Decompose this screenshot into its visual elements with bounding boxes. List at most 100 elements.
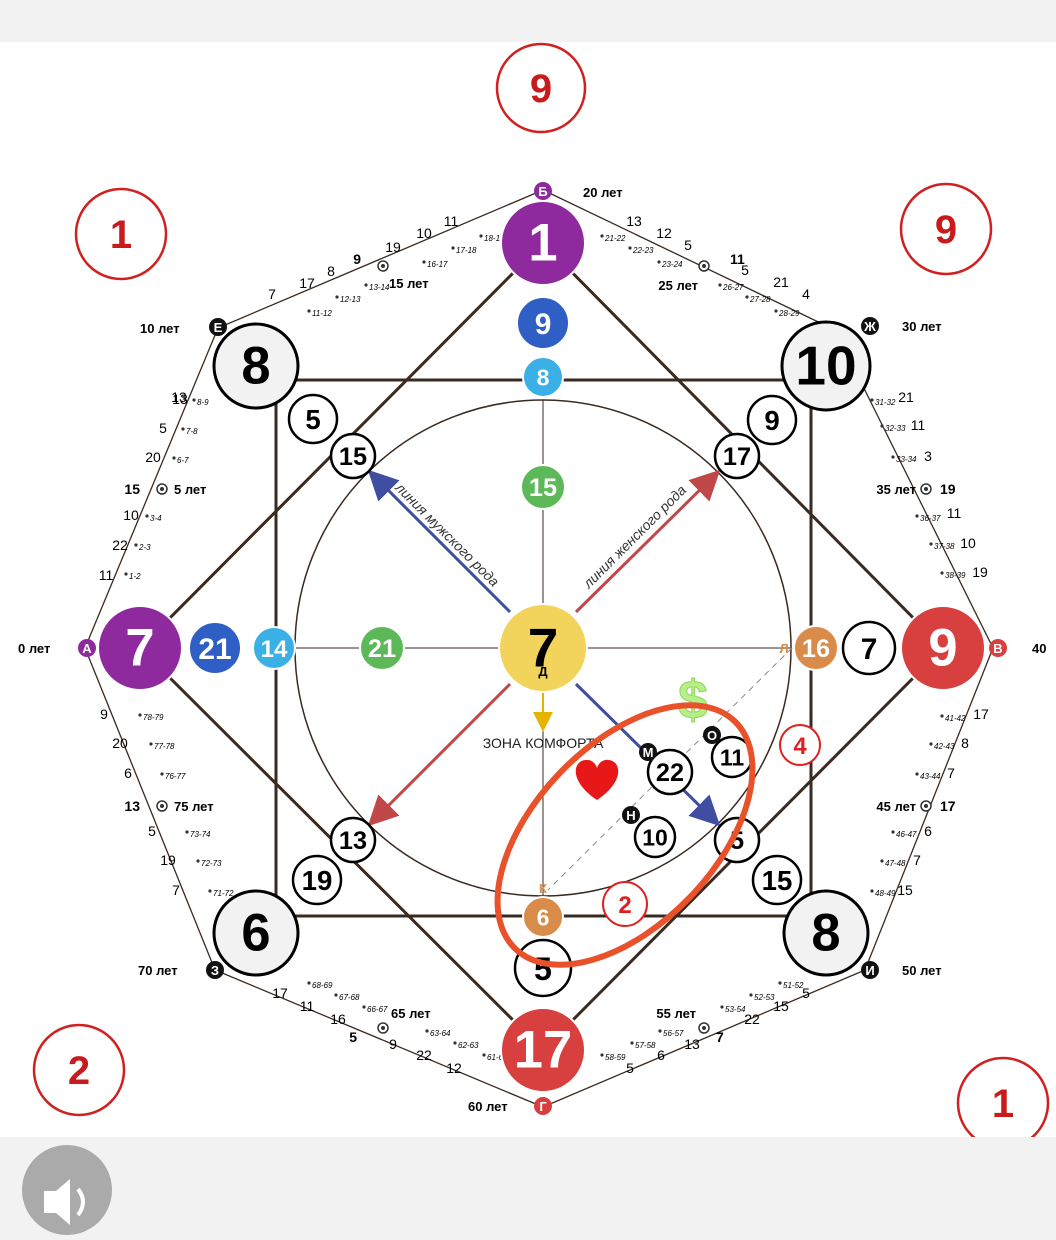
edge-number: 15	[897, 882, 913, 898]
edge-range: 47-48	[885, 859, 906, 868]
edge-range: 52-53	[754, 993, 775, 1002]
edge-range: 43-44	[920, 772, 941, 781]
node-topleft: 8	[212, 322, 300, 410]
chakra-node: 9	[516, 296, 570, 350]
age-value: 17	[940, 798, 956, 814]
node-value: 22	[656, 759, 684, 787]
speaker-icon	[44, 1179, 85, 1225]
edge-number: 5	[802, 985, 810, 1001]
age-text: 40	[1032, 641, 1046, 656]
node-bottom: 17	[500, 1007, 586, 1093]
node-value: 8	[537, 364, 550, 390]
svg-text:4: 4	[793, 733, 807, 760]
edge-range: 68-69	[312, 981, 333, 990]
edge-number: 12	[446, 1060, 462, 1076]
edge-range: 16-17	[427, 260, 448, 269]
edge-range: 23-24	[661, 260, 683, 269]
chakra-node: 21	[359, 625, 405, 671]
edge-number: 6	[924, 823, 932, 839]
point-letter: Б	[538, 184, 547, 199]
badge-bottom-left: 2	[32, 1023, 126, 1117]
chakra-node: 6	[522, 896, 564, 938]
badge-top-right: 9	[899, 182, 993, 276]
edge-number: 11	[99, 567, 114, 583]
edge-number: 10	[123, 507, 139, 523]
sound-button[interactable]	[22, 1145, 112, 1235]
edge-number: 10	[960, 535, 976, 551]
age-text: 75 лет	[174, 799, 214, 814]
edge-number: 5	[684, 237, 692, 253]
point-z: З	[206, 961, 224, 979]
edge-range: 37-38	[934, 542, 955, 551]
badge-top: 9	[495, 42, 587, 134]
edge-number: 19	[385, 239, 401, 255]
node-value: 9	[764, 405, 779, 436]
edge-range: 31-32	[875, 398, 896, 407]
value-node: 17	[713, 432, 761, 480]
node-value: 15	[762, 865, 793, 896]
edge-number: 11	[444, 213, 459, 229]
edge-number: 17	[973, 706, 989, 722]
age-mark-y65: 565 лет	[349, 1006, 430, 1045]
badge-value: 2	[68, 1049, 90, 1093]
badge-value: 9	[530, 67, 552, 111]
edge-range: 46-47	[896, 830, 917, 839]
edge-number: 6	[124, 765, 132, 781]
age-text: 10 лет	[140, 321, 180, 336]
age-label-v: 40	[1032, 641, 1046, 656]
chakra-node: 14	[252, 626, 296, 670]
node-value: 10	[642, 824, 668, 850]
edge-number: 22	[112, 537, 128, 553]
node-value: 17	[723, 443, 751, 471]
age-text: 70 лет	[138, 963, 178, 978]
node-value: 6	[241, 904, 270, 963]
point-v: В	[989, 639, 1007, 657]
value-node: 15	[751, 854, 803, 906]
edge-number: 21	[898, 389, 914, 405]
value-node: 13	[329, 816, 377, 864]
point-letter: З	[211, 963, 219, 978]
age-text: 60 лет	[468, 1099, 508, 1114]
edge-range: 63-64	[430, 1029, 451, 1038]
point-g: Г	[534, 1097, 552, 1115]
badge-top-left: 1	[74, 187, 168, 281]
edge-range: 58-59	[605, 1053, 626, 1062]
edge-range: 53-54	[725, 1005, 746, 1014]
edge-number: 13	[172, 391, 188, 407]
edge-range: 61-62	[487, 1053, 508, 1062]
point-letter: Н	[626, 808, 635, 823]
point-letter: Е	[214, 320, 223, 335]
marker-2: 2	[602, 881, 648, 927]
bottom-bar	[0, 1137, 1056, 1200]
age-text: 55 лет	[656, 1006, 696, 1021]
age-value: 13	[124, 798, 140, 814]
age-mark-y55: 755 лет	[656, 1006, 724, 1045]
node-bottomright: 8	[782, 889, 870, 977]
point-letter: Г	[539, 1099, 547, 1114]
edge-range: 72-73	[201, 859, 222, 868]
edge-number: 9	[100, 706, 108, 722]
edge-range: 22-23	[632, 246, 654, 255]
edge-number: 11	[947, 505, 962, 521]
svg-text:2: 2	[618, 892, 631, 919]
value-node: 19	[291, 854, 343, 906]
age-label-zh: 30 лет	[902, 319, 942, 334]
point-n: Н	[622, 806, 640, 824]
age-value: 9	[353, 251, 361, 267]
node-top: 1	[500, 200, 586, 286]
age-value: 19	[940, 481, 956, 497]
edge-number: 6	[657, 1047, 665, 1063]
edge-range: 51-52	[783, 981, 804, 990]
edge-number: 13	[626, 213, 642, 229]
node-value: 8	[811, 904, 840, 963]
edge-number: 22	[416, 1047, 432, 1063]
edge-range: 62-63	[458, 1041, 479, 1050]
chakra-node: 21	[188, 621, 242, 675]
edge-range: 6-7	[177, 456, 189, 465]
edge-number: 9	[389, 1036, 397, 1052]
